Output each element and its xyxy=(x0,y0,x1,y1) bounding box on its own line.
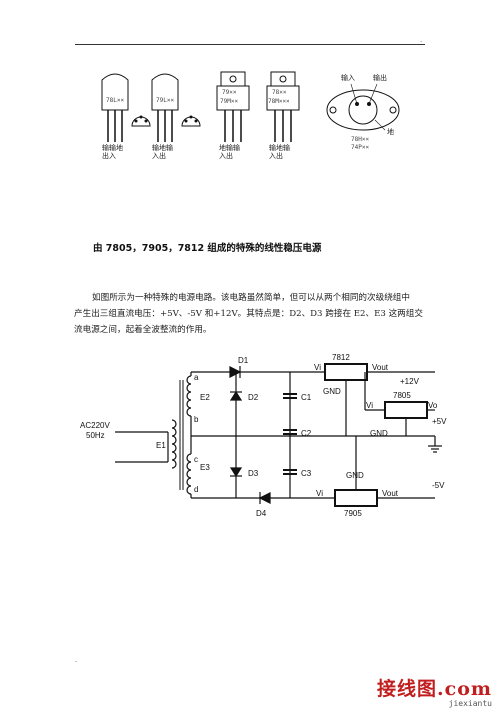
footer-mark: . xyxy=(75,656,78,664)
package-marking-2: 79M×× xyxy=(220,98,239,105)
pin-labels: 地输输 入出 xyxy=(219,144,240,160)
diode-d3 xyxy=(229,467,243,478)
watermark-sub: jiexiantu xyxy=(448,699,492,708)
section-heading: 由 7805，7905，7812 组成的特殊的线性稳压电源 xyxy=(93,243,322,254)
label-c2: C2 xyxy=(301,429,312,438)
label-d1: D1 xyxy=(238,356,249,365)
diode-d1 xyxy=(229,366,242,378)
to92-outline xyxy=(151,73,179,142)
label-7905-vi: Vi xyxy=(316,489,323,498)
circuit-diagram: AC220V 50Hz E1 E2 E3 a b c d D1 D2 D3 D4… xyxy=(60,350,460,524)
to92-bottom-view xyxy=(131,115,151,127)
package-marking-1: 78×× xyxy=(272,89,287,96)
package-marking: 79L×× xyxy=(156,97,175,104)
watermark: 接线图.com jiexiantu xyxy=(377,674,492,708)
label-7812-vout: Vout xyxy=(372,363,389,372)
label-7812-gnd: GND xyxy=(323,387,341,396)
label-d2: D2 xyxy=(248,393,259,402)
to220-outline xyxy=(266,71,300,142)
to3-output-label: 输出 xyxy=(373,74,387,82)
package-to92-78l-bottom xyxy=(130,70,152,170)
package-to92-78l: 78L×× 输输地 出入 xyxy=(100,70,130,170)
paragraph-line-3: 流电源之间，起着全波整流的作用。 xyxy=(74,325,212,335)
label-7805-vo: Vo xyxy=(428,401,438,410)
label-e3: E3 xyxy=(200,463,210,472)
package-to92-79l-bottom xyxy=(180,70,202,170)
to220-outline xyxy=(216,71,250,142)
paragraph-line-2: 产生出三组直流电压：+5V、-5V 和+12V。其特点是：D2、D3 跨接在 E… xyxy=(74,309,423,319)
label-7812: 7812 xyxy=(332,353,350,362)
diode-d4 xyxy=(258,492,271,504)
label-d4: D4 xyxy=(256,509,267,518)
label-7812-vi: Vi xyxy=(314,363,321,372)
label-node-a: a xyxy=(194,373,199,382)
paragraph-line-1: 如图所示为一种特殊的电源电路。该电路虽然简单，但可以从两个相同的次级绕组中 xyxy=(92,293,410,303)
package-marking-1: 79×× xyxy=(222,89,237,96)
header-mark: . xyxy=(420,36,423,44)
circuit-labels: AC220V 50Hz E1 E2 E3 a b c d D1 D2 D3 D4… xyxy=(80,353,447,518)
secondary-winding-e2 xyxy=(186,375,192,417)
to3-outline xyxy=(326,83,400,131)
to3-marking-1: 78H×× xyxy=(351,136,370,143)
label-d3: D3 xyxy=(248,469,259,478)
to92-bottom-view xyxy=(181,115,201,127)
label-node-b: b xyxy=(194,415,199,424)
primary-winding xyxy=(171,419,177,469)
label-7805-gnd: GND xyxy=(370,429,388,438)
header-rule xyxy=(75,44,425,45)
label-out-5v: +5V xyxy=(432,417,447,426)
package-to3: 输入 输出 地 78H×× 74P×× xyxy=(325,70,405,170)
secondary-winding-e3 xyxy=(186,453,192,495)
diode-d2 xyxy=(229,390,243,401)
package-marking: 78L×× xyxy=(106,97,125,104)
pin-labels: 输输地 出入 xyxy=(102,144,123,160)
package-to92-79l: 79L×× 输地输 入出 xyxy=(150,70,180,170)
label-7805: 7805 xyxy=(393,391,411,400)
label-out-minus5v: -5V xyxy=(432,481,445,490)
label-7905-vout: Vout xyxy=(382,489,399,498)
package-to220-78: 78×× 78M××× 输地输 入出 xyxy=(265,70,301,170)
to3-input-label: 输入 xyxy=(341,74,355,82)
description-paragraph: 如图所示为一种特殊的电源电路。该电路虽然简单，但可以从两个相同的次级绕组中 产生… xyxy=(74,290,434,338)
source-label-1: AC220V xyxy=(80,421,110,430)
label-e2: E2 xyxy=(200,393,210,402)
to92-outline xyxy=(101,73,129,142)
package-to220-79: 79×× 79M×× 地输输 入出 xyxy=(215,70,251,170)
watermark-logo: 接线图.com xyxy=(377,674,492,701)
source-label-2: 50Hz xyxy=(86,431,105,440)
to3-ground-label: 地 xyxy=(387,128,394,136)
package-marking-2: 78M××× xyxy=(268,98,290,105)
label-c1: C1 xyxy=(301,393,312,402)
watermark-com: .com xyxy=(437,678,492,700)
label-c3: C3 xyxy=(301,469,312,478)
pin-labels: 输地输 入出 xyxy=(269,144,290,160)
label-e1: E1 xyxy=(156,441,166,450)
circuit-schematic xyxy=(115,363,442,507)
label-7905: 7905 xyxy=(344,509,362,518)
label-node-d: d xyxy=(194,485,198,494)
label-7805-vi: Vi xyxy=(366,401,373,410)
to3-marking-2: 74P×× xyxy=(351,144,370,151)
label-node-c: c xyxy=(194,455,198,464)
watermark-main: 接线图 xyxy=(377,678,438,700)
label-7905-gnd: GND xyxy=(346,471,364,480)
pin-labels: 输地输 入出 xyxy=(152,144,173,160)
label-out-12v: +12V xyxy=(400,377,420,386)
